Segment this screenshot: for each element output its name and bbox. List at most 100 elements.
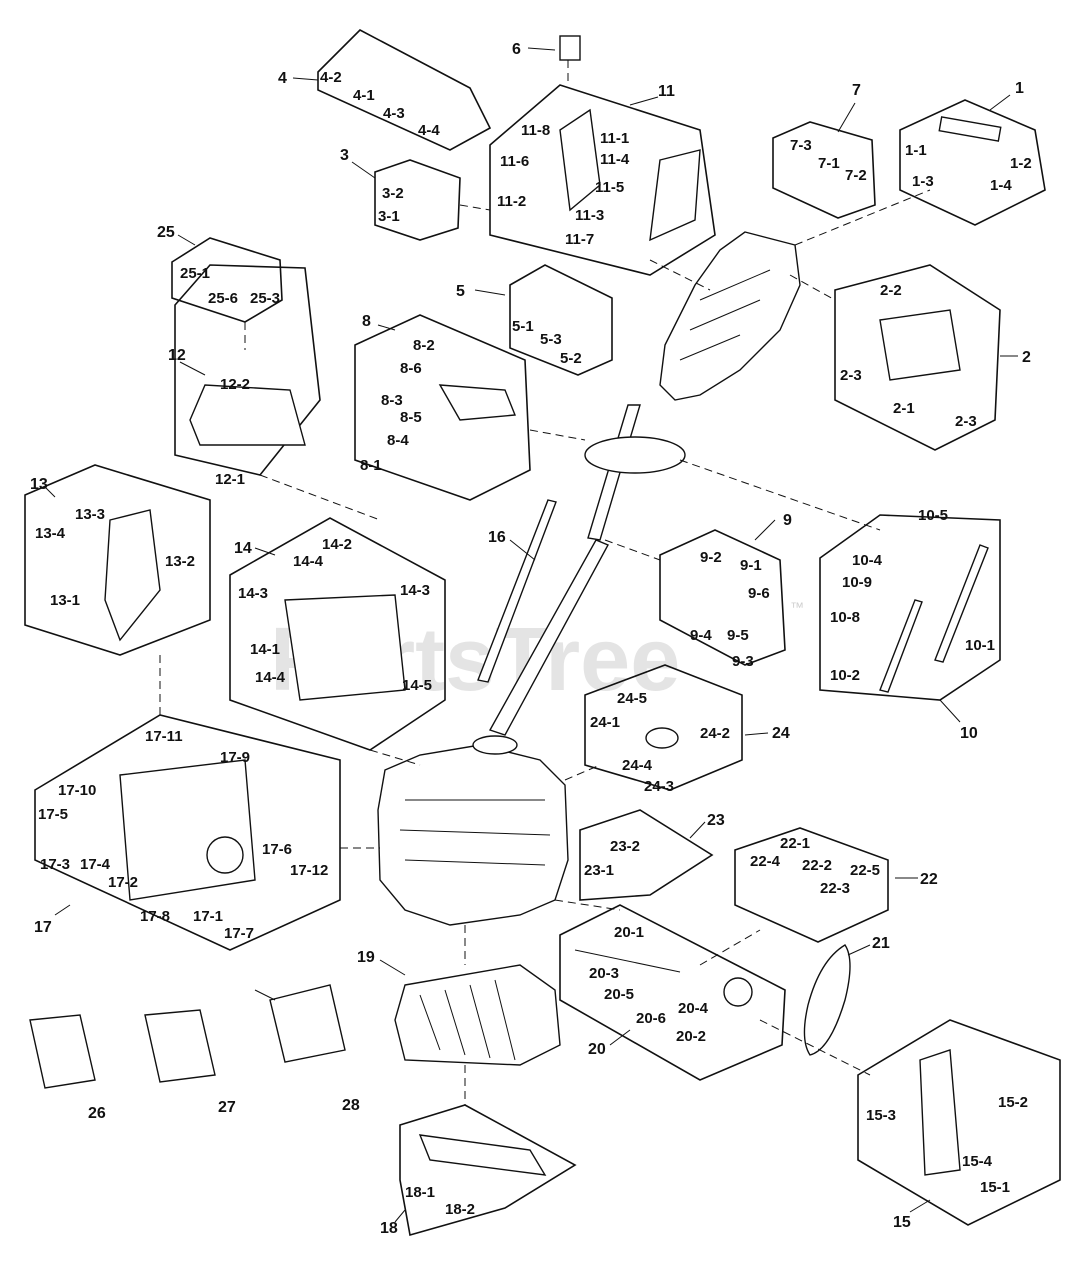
drive-belt-part-21 (803, 944, 851, 1056)
label-group-13: 13 (30, 476, 48, 493)
part-14-1 (284, 594, 406, 701)
label-group-12: 12 (168, 347, 186, 364)
battery-part-27 (144, 1009, 216, 1083)
label-part-1-2: 1-2 (1010, 155, 1032, 172)
label-part-11-4: 11-4 (600, 151, 630, 168)
label-part-20-4: 20-4 (678, 1000, 709, 1017)
label-part-8-2: 8-2 (413, 337, 435, 354)
part-17-gear (206, 836, 244, 874)
box-group-20 (559, 904, 786, 1081)
box-group-3 (374, 159, 461, 241)
label-group-8: 8 (362, 313, 371, 330)
label-part-14-3a: 14-3 (238, 585, 268, 602)
connector-12-14 (259, 474, 381, 521)
lower-shaft (488, 539, 609, 736)
label-part-14-5: 14-5 (402, 677, 432, 694)
label-part-17-7: 17-7 (224, 925, 254, 942)
label-part-14-3b: 14-3 (400, 582, 430, 599)
shaft-mount (472, 735, 518, 755)
connector-11 (649, 259, 711, 291)
part-20-1 (574, 949, 681, 973)
label-part-9-1: 9-1 (740, 557, 762, 574)
connector-2 (789, 274, 836, 301)
label-part-9-4: 9-4 (690, 627, 712, 644)
handle-body-ribs (679, 269, 771, 361)
label-part-12-2: 12-2 (220, 376, 250, 393)
auger-flights (419, 979, 516, 1061)
box-group-25 (171, 237, 283, 323)
label-group-22: 22 (920, 871, 938, 888)
label-part-14-4b: 14-4 (255, 669, 286, 686)
label-part-20-3: 20-3 (589, 965, 619, 982)
connector-10 (679, 459, 881, 531)
label-part-24-1: 24-1 (590, 714, 620, 731)
box-group-5 (509, 264, 613, 376)
charger-part-28 (269, 984, 346, 1063)
label-group-17: 17 (34, 919, 52, 936)
label-part-5-1: 5-1 (512, 318, 534, 335)
handle-bar-part-16 (477, 499, 557, 683)
label-part-13-3: 13-3 (75, 506, 105, 523)
handle-body-shape (659, 231, 801, 401)
label-part-8-3: 8-3 (381, 392, 403, 409)
label-part-10-2: 10-2 (830, 667, 860, 684)
label-part-22-1: 22-1 (780, 835, 810, 852)
label-part-25-1: 25-1 (180, 265, 210, 282)
label-part-5-2: 5-2 (560, 350, 582, 367)
label-part-12-1: 12-1 (215, 471, 245, 488)
label-group-10: 10 (960, 725, 978, 742)
label-part-17-10: 17-10 (58, 782, 96, 799)
connector-20 (554, 899, 621, 911)
label-part-2-3a: 2-3 (840, 367, 862, 384)
box-group-15 (857, 1019, 1061, 1226)
label-part-13-1: 13-1 (50, 592, 80, 609)
part-10-1 (934, 544, 989, 663)
box-group-13 (24, 464, 211, 656)
label-part-11-1: 11-1 (600, 130, 629, 147)
label-group-23: 23 (707, 812, 725, 829)
label-part-8-1: 8-1 (360, 457, 382, 474)
label-part-4-4: 4-4 (418, 122, 440, 139)
label-part-8-6: 8-6 (400, 360, 422, 377)
label-part-20-6: 20-6 (636, 1010, 666, 1027)
part-12-1 (189, 384, 306, 446)
connector-1 (794, 189, 931, 246)
label-part-18-1: 18-1 (405, 1184, 435, 1201)
box-group-11 (489, 84, 716, 276)
label-part-22-3: 22-3 (820, 880, 850, 897)
label-part-7-3: 7-3 (790, 137, 812, 154)
box-group-4 (317, 29, 492, 151)
label-part-15-2: 15-2 (998, 1094, 1028, 1111)
label-part-9-3: 9-3 (732, 653, 754, 670)
box-group-23 (579, 809, 714, 901)
part-15-1 (919, 1049, 961, 1176)
label-group-28: 28 (342, 1097, 360, 1114)
part-6 (559, 35, 581, 61)
label-part-22-5: 22-5 (850, 862, 880, 879)
callout-boxes (24, 29, 1061, 1237)
label-part-24-2: 24-2 (700, 725, 730, 742)
part-11-1 (649, 149, 701, 242)
label-part-11-5: 11-5 (595, 179, 624, 196)
box-group-12 (174, 264, 321, 476)
connector-22 (699, 929, 761, 966)
label-part-2-1: 2-1 (893, 400, 915, 417)
label-part-11-7: 11-7 (565, 231, 594, 248)
watermark-trademark: ™ (790, 599, 804, 615)
label-part-22-4: 22-4 (750, 853, 781, 870)
label-part-24-4: 24-4 (622, 757, 653, 774)
part-1-1 (938, 116, 1002, 142)
label-part-23-1: 23-1 (584, 862, 614, 879)
part-11-6 (559, 108, 601, 212)
label-group-26: 26 (88, 1105, 106, 1122)
label-part-2-3b: 2-3 (955, 413, 977, 430)
label-part-14-1: 14-1 (250, 641, 280, 658)
label-part-8-4: 8-4 (387, 432, 409, 449)
label-group-14: 14 (234, 540, 252, 557)
label-part-17-4: 17-4 (80, 856, 111, 873)
dashed-connectors (159, 60, 931, 1105)
part-8-3 (438, 384, 516, 421)
connector-15 (759, 1019, 871, 1076)
label-group-9: 9 (783, 512, 792, 529)
